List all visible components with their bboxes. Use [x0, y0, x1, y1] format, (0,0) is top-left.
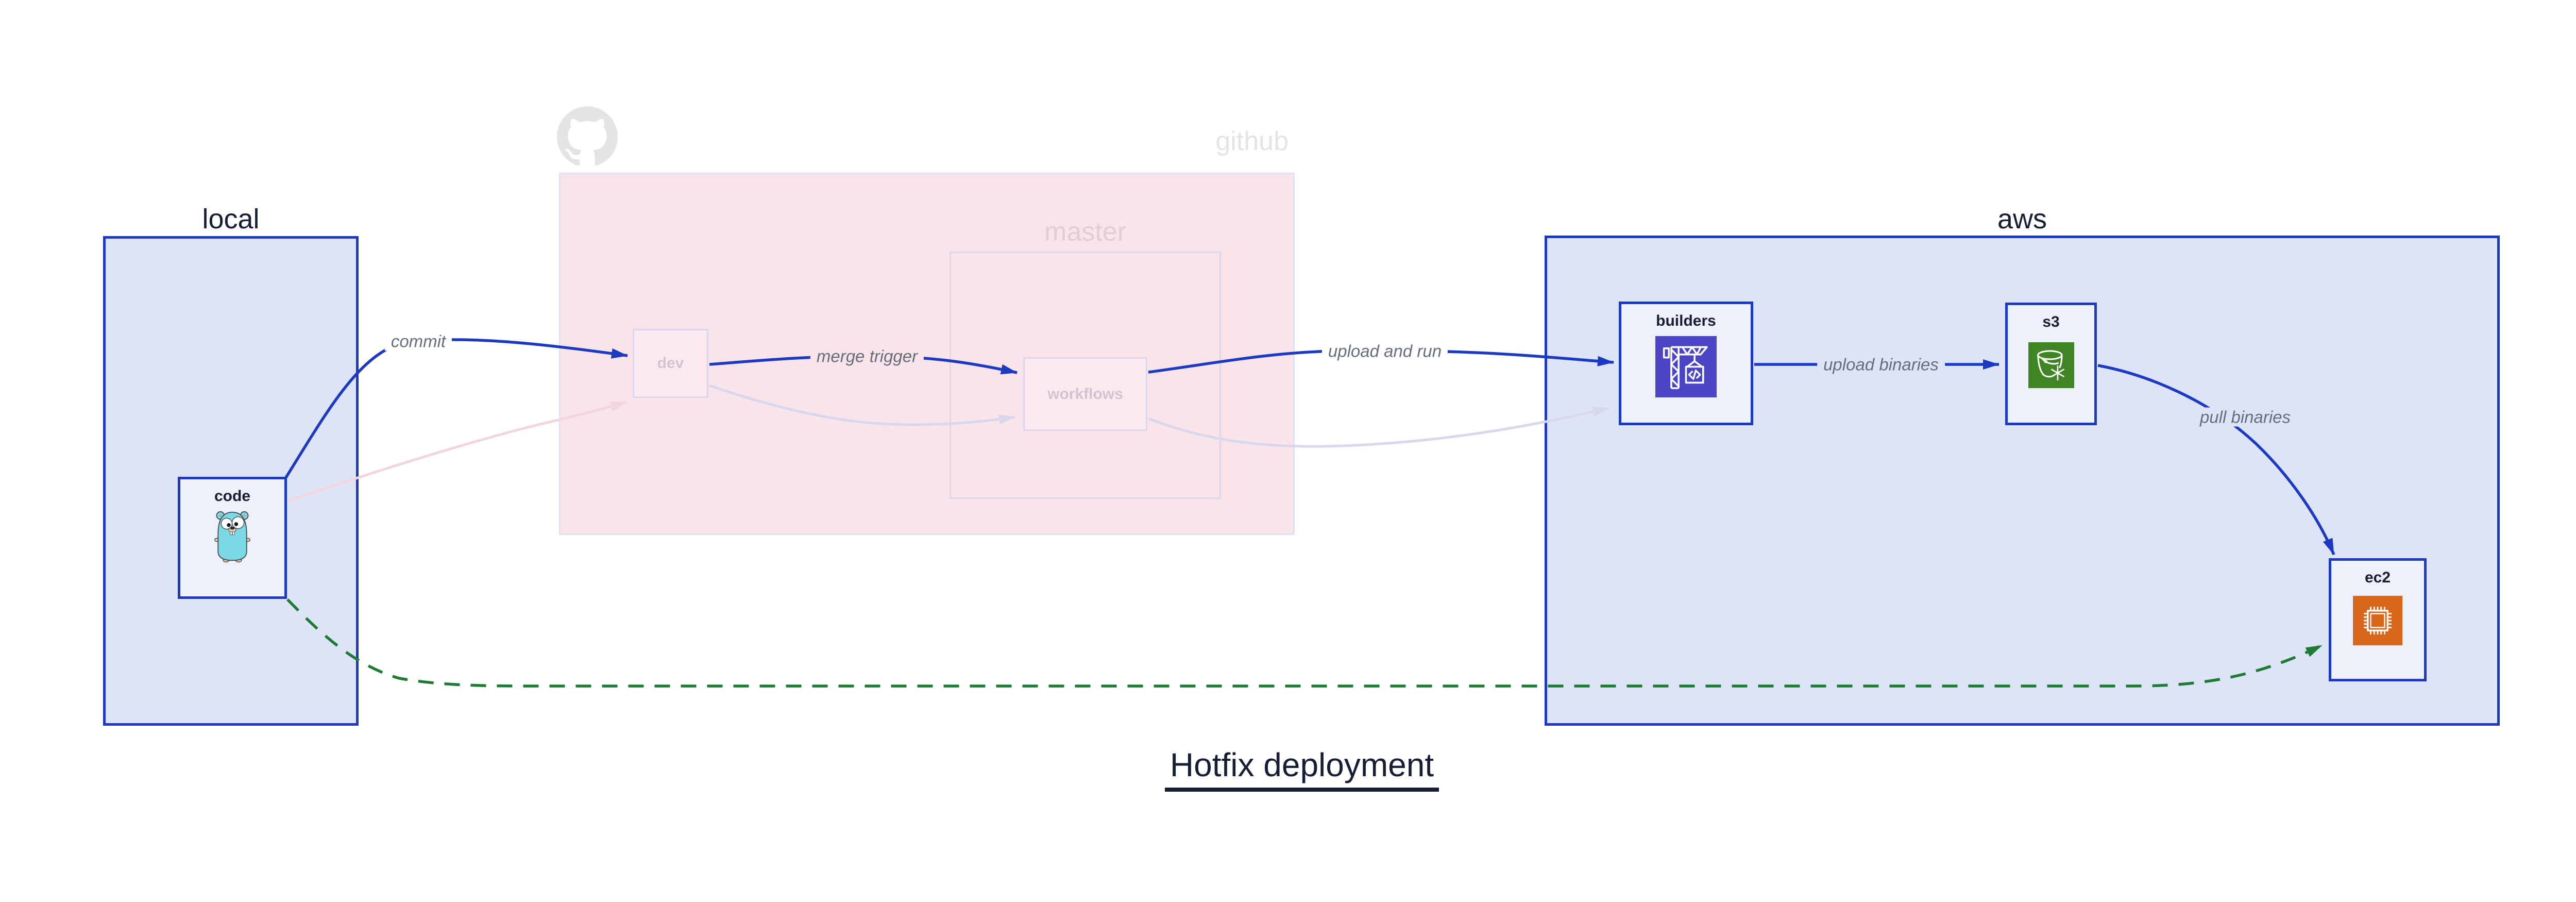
- diagram-title-wrap: Hotfix deployment: [0, 748, 2576, 792]
- edge-commit: [284, 338, 628, 479]
- github-group-label: github: [1215, 126, 1289, 156]
- node-builders: builders: [1619, 302, 1753, 425]
- edge-code-to-dev-faded: [288, 400, 627, 503]
- node-code-label: code: [214, 488, 251, 505]
- edge-workflows-to-builders-faded: [1148, 407, 1609, 448]
- github-logo-icon: [557, 106, 618, 166]
- node-code: code: [178, 477, 287, 599]
- edge-label-merge-trigger: merge trigger: [810, 346, 924, 366]
- node-workflows: workflows: [1023, 357, 1147, 431]
- diagram-title: Hotfix deployment: [1164, 748, 1439, 792]
- local-group-label: local: [202, 204, 260, 235]
- edge-hotfix-dashed: [286, 598, 2323, 688]
- master-group-label: master: [1044, 217, 1126, 247]
- node-workflows-label: workflows: [1047, 385, 1123, 403]
- aws-group-label: aws: [1997, 204, 2047, 235]
- node-builders-label: builders: [1656, 312, 1716, 329]
- node-dev: dev: [633, 329, 708, 398]
- edge-pull-binaries: [2097, 364, 2335, 556]
- master-group-box: [950, 252, 1221, 499]
- node-dev-label: dev: [657, 355, 684, 372]
- edge-label-commit: commit: [384, 331, 452, 351]
- node-s3-label: s3: [2042, 313, 2060, 330]
- edge-label-upload-binaries: upload binaries: [1817, 355, 1945, 374]
- edge-dev-to-workflows-faded: [709, 384, 1015, 426]
- node-s3: s3: [2005, 303, 2097, 425]
- aws-ec2-chip-icon: [2353, 596, 2402, 645]
- aws-s3-glacier-icon: [2028, 342, 2074, 388]
- go-gopher-icon: [214, 511, 250, 563]
- edge-label-pull-binaries: pull binaries: [2193, 407, 2297, 427]
- node-ec2: ec2: [2329, 558, 2427, 681]
- node-ec2-label: ec2: [2364, 569, 2391, 586]
- aws-codebuild-icon: [1655, 336, 1717, 397]
- edge-label-upload-and-run: upload and run: [1321, 341, 1448, 361]
